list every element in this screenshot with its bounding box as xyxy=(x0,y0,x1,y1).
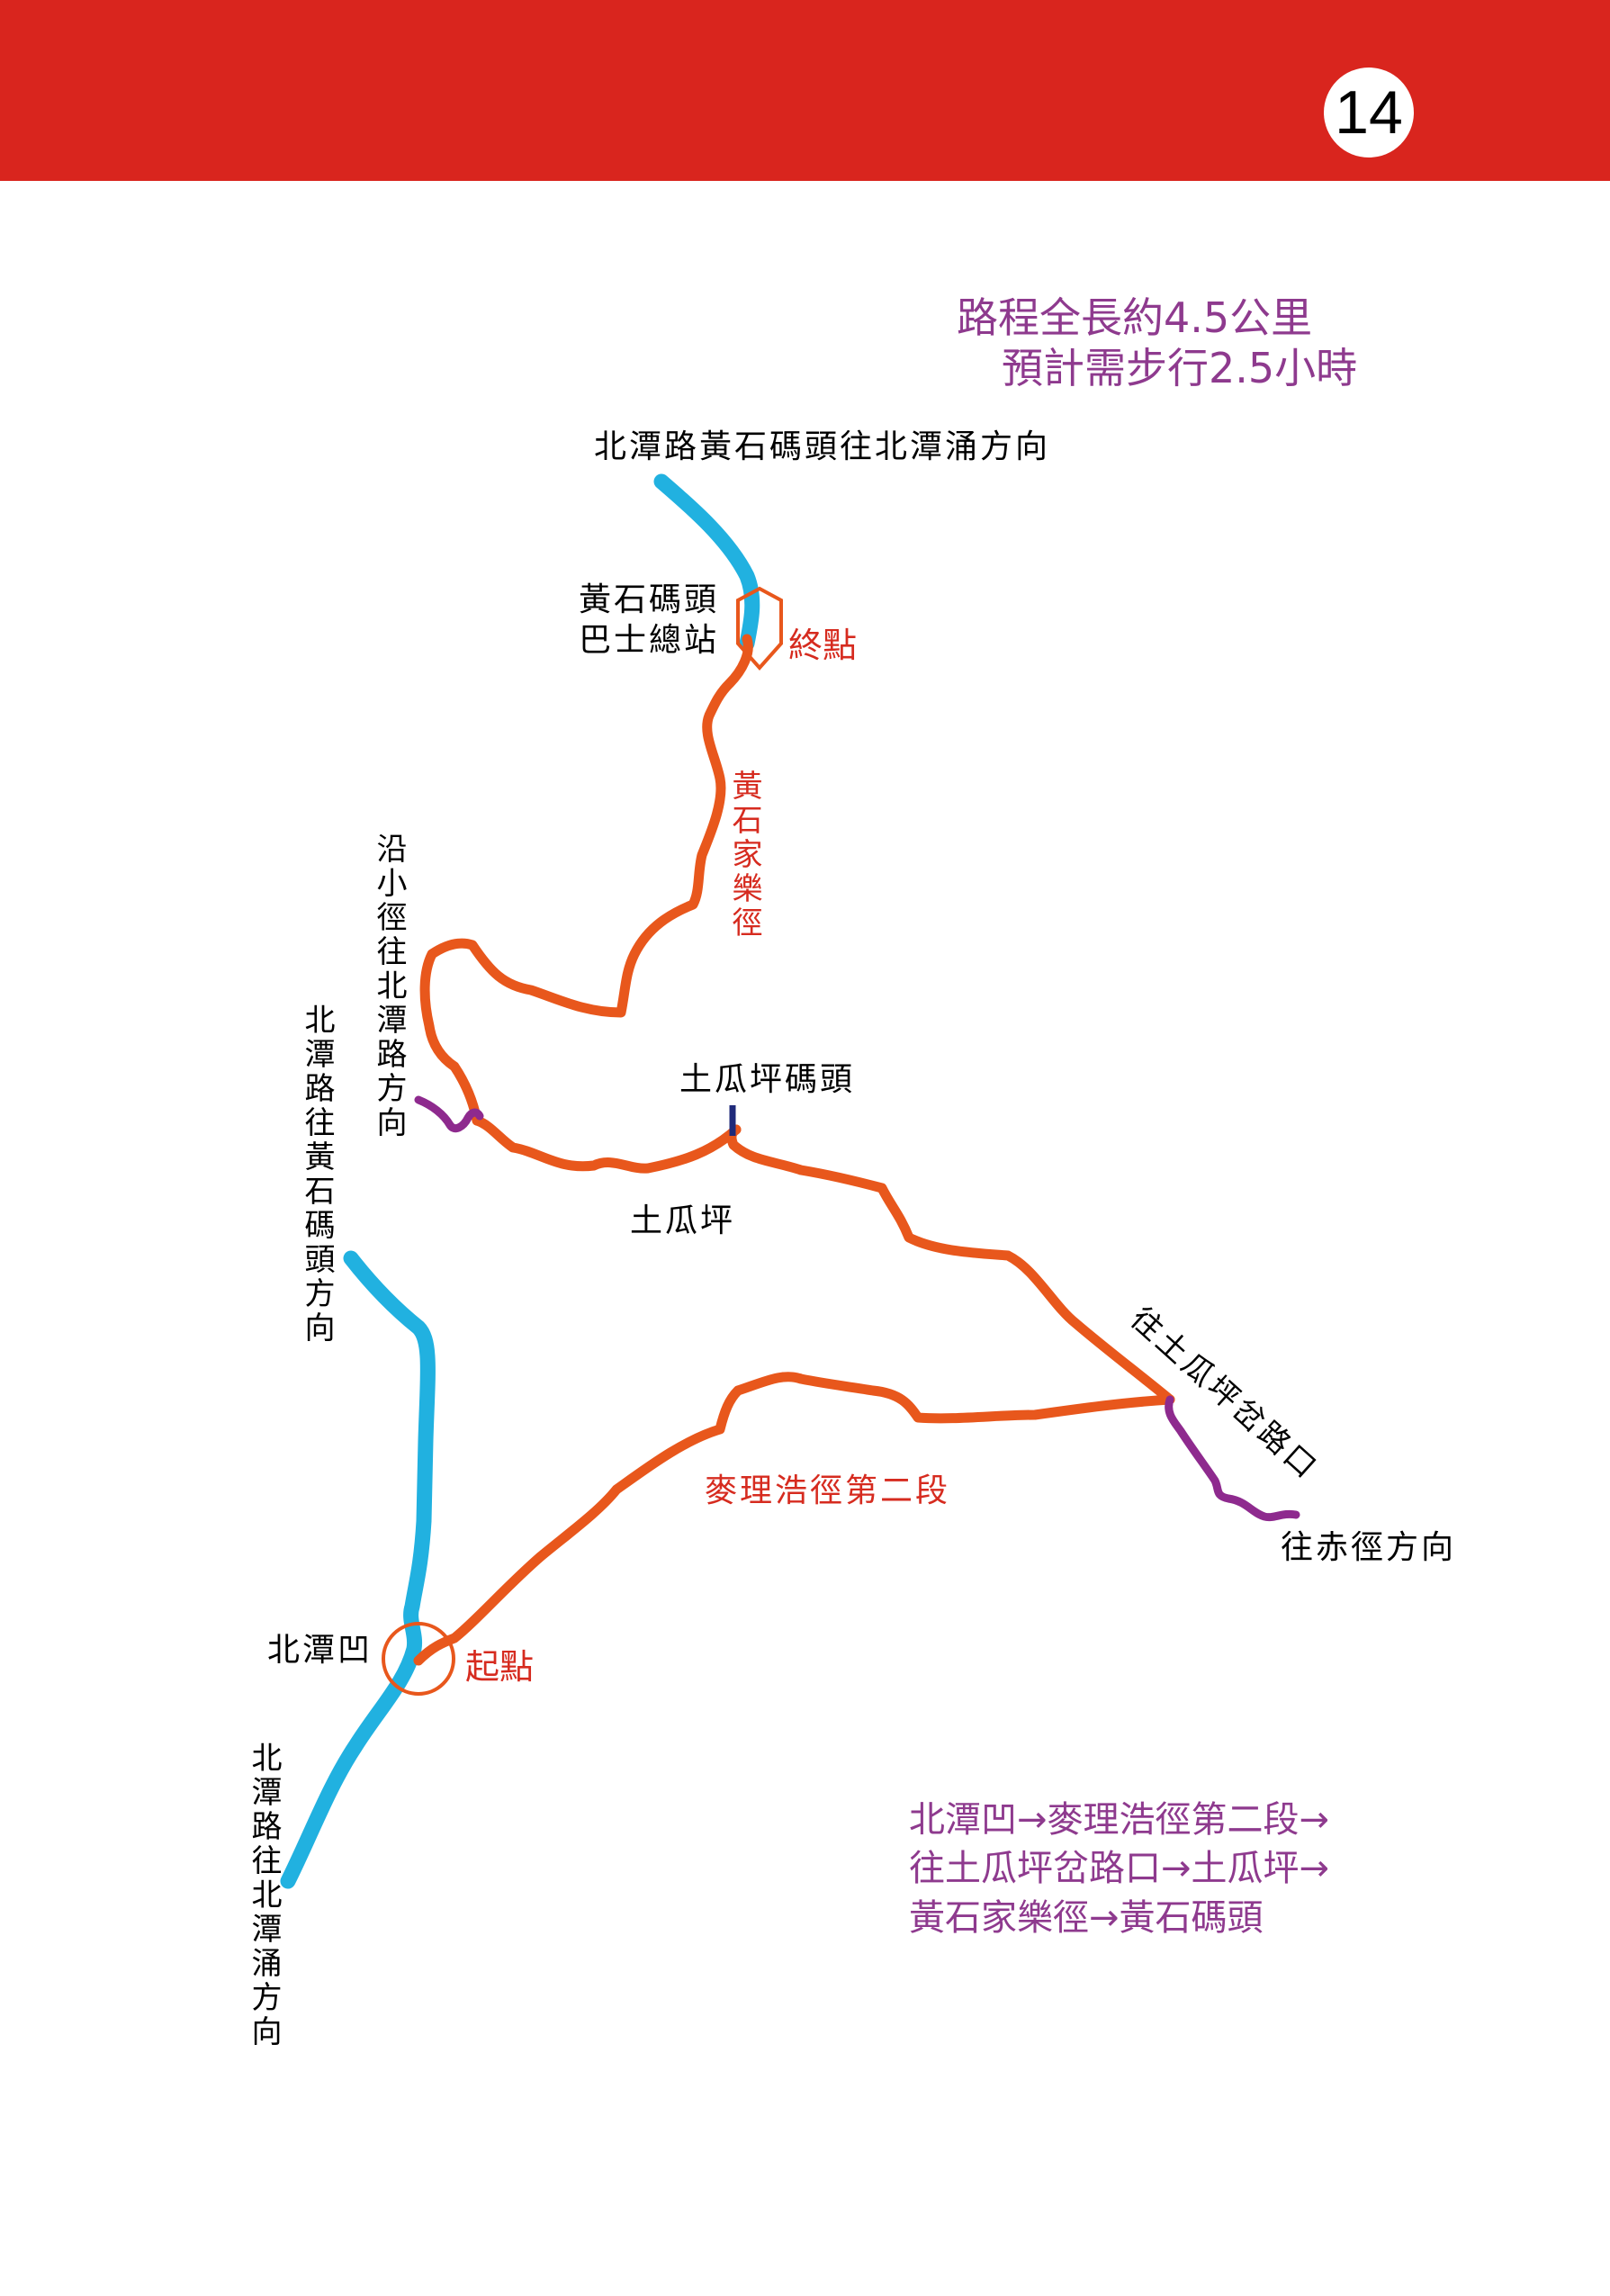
trail-side-path xyxy=(419,634,753,1126)
label-pier-line1: 黃石碼頭 xyxy=(579,581,720,618)
label-end-point: 終點 xyxy=(788,626,858,665)
label-maclehose: 麥理浩徑第二段 xyxy=(705,1472,951,1509)
label-top-road: 北潭路黃石碼頭往北潭涌方向 xyxy=(594,428,1051,465)
route-summary: 路程全長約4.5公里 預計需步行2.5小時 xyxy=(957,293,1497,393)
side-trail-chek-keng xyxy=(1165,1395,1300,1522)
label-bottom-road: 北潭路往北潭涌方向 xyxy=(246,1742,282,2049)
trail-maclehose xyxy=(413,1372,1175,1666)
label-tho-kwa-ping: 土瓜坪 xyxy=(630,1202,736,1239)
label-pak-tam-au: 北潭凹 xyxy=(267,1632,373,1669)
route-line1: 北潭凹→麥理浩徑第二段→ xyxy=(909,1799,1330,1841)
route-description: 北潭凹→麥理浩徑第二段→ 往土瓜坪岔路口→土瓜坪→ 黃石家樂徑→黃石碼頭 xyxy=(909,1796,1539,1942)
label-left-road: 北潭路往黃石碼頭方向 xyxy=(299,1004,335,1346)
road-top xyxy=(653,473,760,652)
label-side-path: 沿小徑往北潭路方向 xyxy=(371,833,407,1140)
summary-duration: 預計需步行2.5小時 xyxy=(1002,344,1358,393)
end-point-marker xyxy=(736,586,783,671)
label-start-point: 起點 xyxy=(465,1647,535,1687)
label-pier-line2: 巴士總站 xyxy=(579,622,720,659)
route-line2: 往土瓜坪岔路口→土瓜坪→ xyxy=(909,1848,1330,1890)
trail-tho-kwa-ping-west xyxy=(472,1115,742,1174)
side-trail-west xyxy=(414,1095,484,1133)
route-line3: 黃石家樂徑→黃石碼頭 xyxy=(909,1896,1264,1939)
label-wong-shek-trail: 黃石家樂徑 xyxy=(726,770,762,941)
summary-distance: 路程全長約4.5公里 xyxy=(957,293,1313,342)
label-tho-kwa-ping-pier: 土瓜坪碼頭 xyxy=(679,1061,856,1098)
road-left xyxy=(280,1250,436,1889)
start-point-marker xyxy=(382,1622,455,1696)
trail-to-tho-kwa-ping xyxy=(726,1124,1175,1405)
page-number-badge: 14 xyxy=(1324,68,1414,158)
label-chek-keng: 往赤徑方向 xyxy=(1281,1529,1457,1566)
